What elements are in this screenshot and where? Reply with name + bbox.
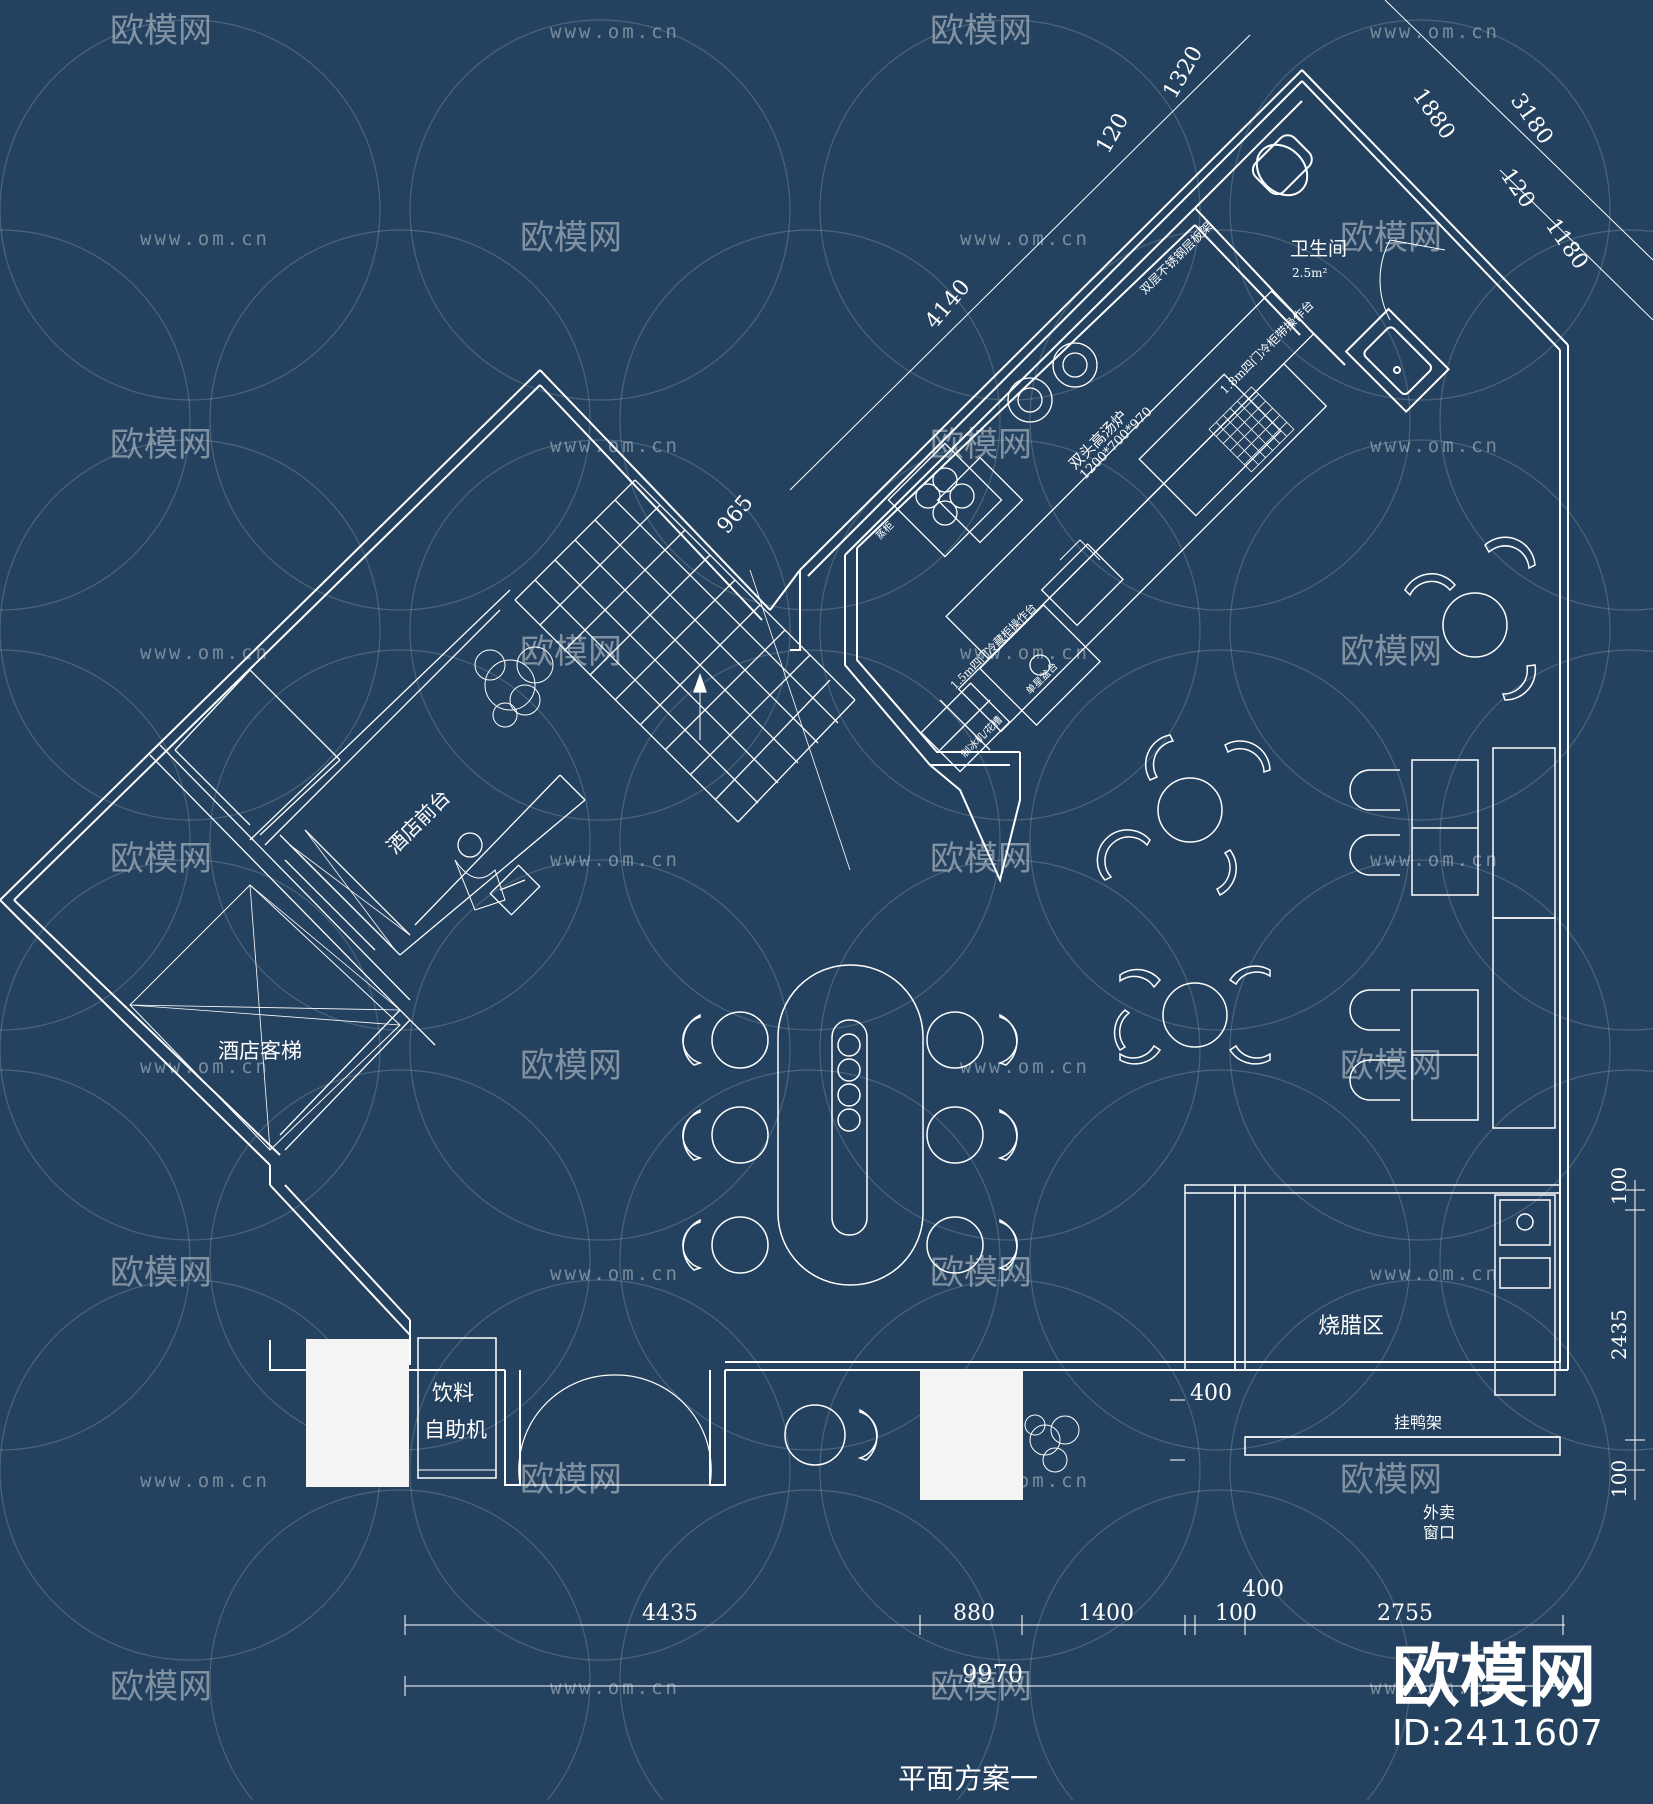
dim-diag-right-2: 3180 [1505, 89, 1558, 149]
watermark-url: www.om.cn [550, 435, 680, 457]
watermark-url: www.om.cn [550, 849, 680, 871]
watermark-url: www.om.cn [960, 1056, 1090, 1078]
dim-bottom-6: 2755 [1377, 1601, 1433, 1626]
watermark-layer [0, 19, 1653, 1804]
watermark-brand: 欧模网 [520, 1046, 622, 1086]
dim-diag-long: 4140 [920, 275, 975, 334]
shelf-label: 双层不锈钢层板架 [1137, 219, 1215, 297]
restroom-area-label: 2.5m² [1292, 266, 1327, 280]
watermark-brand: 欧模网 [110, 425, 212, 465]
floor-plan [0, 0, 1653, 1696]
watermark-brand: 欧模网 [110, 1253, 212, 1293]
watermark-url: www.om.cn [1370, 21, 1500, 43]
columns [306, 1339, 1023, 1500]
dim-bottom-3: 1400 [1078, 1601, 1134, 1626]
dim-left-400: 400 [1190, 1381, 1232, 1406]
watermark-brand: 欧模网 [1340, 218, 1442, 258]
stairs [514, 479, 856, 871]
watermark-brand: 欧模网 [1340, 1046, 1442, 1086]
dim-bottom-4: 100 [1215, 1601, 1257, 1626]
watermark-brand: 欧模网 [520, 632, 622, 672]
restroom-label: 卫生间 [1290, 238, 1347, 260]
bbq-label: 烧腊区 [1318, 1314, 1384, 1339]
takeout-label-1: 外卖 [1423, 1503, 1455, 1522]
entrance-doors [518, 1374, 712, 1486]
reception-label: 酒店前台 [382, 785, 456, 859]
dim-diag-right-1: 1880 [1407, 84, 1460, 144]
watermark-url: www.om.cn [550, 1677, 680, 1699]
ice-machine-label: 制冰机/花槽 [958, 713, 1005, 760]
communal-table [682, 964, 1018, 1286]
dim-bottom-1: 4435 [642, 1601, 698, 1626]
dimension-lines [404, 0, 1653, 1696]
dim-bottom-2: 880 [953, 1601, 995, 1626]
outer-walls [0, 69, 1569, 1486]
elevator-area [129, 744, 436, 1151]
vending-label-1: 饮料 [432, 1381, 474, 1405]
reception-area [174, 589, 586, 956]
dim-right-2: 2435 [1607, 1309, 1631, 1360]
dim-diag-top-2: 1320 [1159, 42, 1209, 103]
watermark-brand: 欧模网 [1340, 632, 1442, 672]
watermark-url: www.om.cn [1370, 849, 1500, 871]
watermark-brand: 欧模网 [110, 11, 212, 51]
restroom [1194, 100, 1451, 414]
watermark-labels: 欧模网 www.om.cn 欧模网 www.om.cn 欧模网 www.om.cn 欧模网 w… [110, 11, 1500, 1707]
watermark-url: www.om.cn [140, 1056, 270, 1078]
watermark-brand: 欧模网 [930, 1253, 1032, 1293]
vending-machine [417, 1337, 497, 1479]
dim-diag-top-1: 120 [1092, 109, 1135, 158]
watermark-url: www.om.cn [1370, 1677, 1500, 1699]
watermark-brand: 欧模网 [520, 1460, 622, 1500]
watermark-url: www.om.cn [140, 228, 270, 250]
kitchen-walls [844, 207, 1346, 884]
plan-title: 平面方案一 [898, 1762, 1038, 1795]
dim-diag-right-4: 1180 [1540, 214, 1593, 274]
watermark-brand: 欧模网 [110, 1667, 212, 1707]
watermark-brand: 欧模网 [520, 218, 622, 258]
dim-diag-mid: 965 [712, 491, 758, 539]
window-chairs [784, 1404, 878, 1466]
duck-rack-label: 挂鸭架 [1394, 1413, 1442, 1432]
brand-id: ID:2411607 [1392, 1713, 1603, 1754]
watermark-brand: 欧模网 [930, 11, 1032, 51]
brand-name: 欧模网 [1392, 1638, 1596, 1717]
bbq-area [1170, 1184, 1561, 1461]
watermark-url: www.om.cn [1370, 435, 1500, 457]
watermark-url: www.om.cn [1370, 1263, 1500, 1285]
watermark-url: www.om.cn [960, 228, 1090, 250]
watermark-brand: 欧模网 [930, 839, 1032, 879]
bar-counters [1349, 747, 1556, 1129]
takeout-label-2: 窗口 [1423, 1523, 1455, 1542]
watermark-url: www.om.cn [550, 21, 680, 43]
watermark-brand: 欧模网 [1340, 1460, 1442, 1500]
watermark-brand: 欧模网 [110, 839, 212, 879]
watermark-url: www.om.cn [140, 642, 270, 664]
watermark-url: www.om.cn [140, 1470, 270, 1492]
watermark-url: www.om.cn [550, 1263, 680, 1285]
watermark-url: www.om.cn [960, 642, 1090, 664]
dim-bottom-5: 400 [1242, 1577, 1284, 1602]
vending-label-2: 自助机 [424, 1418, 487, 1442]
kitchen-equipment [887, 290, 1328, 773]
elevator-label: 酒店客梯 [218, 1039, 302, 1063]
dim-total: 9970 [962, 1660, 1023, 1688]
plants [474, 646, 1080, 1473]
watermark-brand: 欧模网 [930, 1667, 1032, 1707]
brand-corner: 欧模网 ID:2411607 [1392, 1638, 1603, 1754]
dim-right-3: 100 [1607, 1460, 1631, 1498]
round-tables [1096, 536, 1537, 1065]
dim-right-1: 100 [1607, 1167, 1631, 1205]
